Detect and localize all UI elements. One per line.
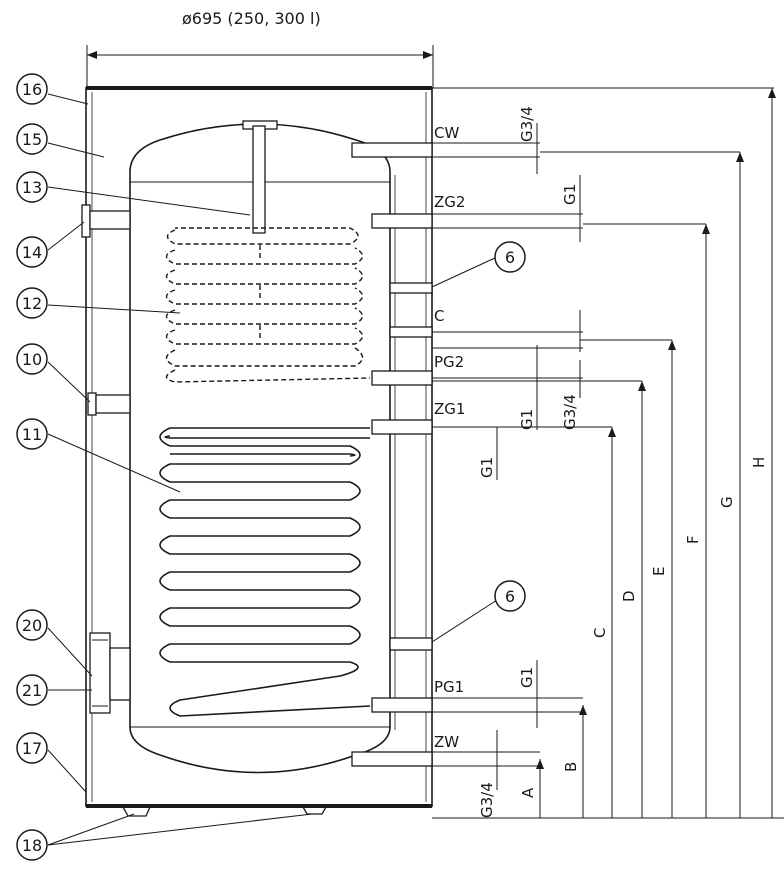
svg-text:6: 6 <box>505 248 515 267</box>
height-label-b: B <box>562 762 580 772</box>
connection-label-zw: ZW <box>434 733 459 751</box>
callout-17: 17 <box>16 732 48 764</box>
connection-label-zg1: ZG1 <box>434 400 465 418</box>
svg-text:17: 17 <box>22 739 42 758</box>
svg-text:14: 14 <box>22 243 42 262</box>
svg-text:11: 11 <box>22 425 42 444</box>
height-label-d: D <box>620 590 638 602</box>
callout-leaders <box>47 93 498 846</box>
connection-label-pg2: PG2 <box>434 353 464 371</box>
height-label-g: G <box>718 496 736 508</box>
callout-18: 18 <box>16 829 48 861</box>
callout-15: 15 <box>16 123 48 155</box>
thread-label-zg1: G1 <box>478 457 496 478</box>
svg-text:6: 6 <box>505 587 515 606</box>
thread-marks: G3/4 G1 G1 G3/4 G1 G1 G3/4 <box>432 106 612 818</box>
width-dimension: ø695 (250, 300 l) <box>86 9 434 88</box>
thread-label-zw: G3/4 <box>478 782 496 818</box>
pipe-connections <box>351 142 433 767</box>
thread-label-e: G3/4 <box>561 394 579 430</box>
svg-text:20: 20 <box>22 616 42 635</box>
connection-label-pg1: PG1 <box>434 678 464 696</box>
left-fittings <box>81 204 131 714</box>
height-label-a: A <box>519 787 537 798</box>
svg-text:15: 15 <box>22 130 42 149</box>
magnesium-anode <box>242 120 278 234</box>
connection-label-zg2: ZG2 <box>434 193 465 211</box>
outer-casing <box>85 86 433 808</box>
width-dimension-label: ø695 (250, 300 l) <box>182 9 321 28</box>
height-label-h: H <box>750 457 768 468</box>
svg-text:21: 21 <box>22 681 42 700</box>
connection-label-cw: CW <box>434 124 459 142</box>
callout-6-lower: 6 <box>494 580 526 612</box>
connection-labels: CW ZG2 C PG2 ZG1 PG1 ZW <box>434 124 465 751</box>
feet <box>122 806 784 819</box>
callout-6-upper: 6 <box>494 241 526 273</box>
height-dimensions: A B C D E F G H <box>432 87 776 818</box>
lower-coil <box>159 427 371 717</box>
callout-13: 13 <box>16 171 48 203</box>
thread-label-cw: G3/4 <box>518 106 536 142</box>
svg-text:18: 18 <box>22 836 42 855</box>
svg-text:13: 13 <box>22 178 42 197</box>
callout-20: 20 <box>16 609 48 641</box>
svg-text:12: 12 <box>22 294 42 313</box>
thread-label-pg2: G1 <box>518 409 536 430</box>
svg-text:10: 10 <box>22 350 42 369</box>
callout-16: 16 <box>16 73 48 105</box>
callout-11: 11 <box>16 418 48 450</box>
callout-10: 10 <box>16 343 48 375</box>
callout-12: 12 <box>16 287 48 319</box>
svg-text:16: 16 <box>22 80 42 99</box>
thread-label-zg2: G1 <box>561 184 579 205</box>
height-label-f: F <box>684 535 702 544</box>
callout-14: 14 <box>16 236 48 268</box>
thread-label-pg1: G1 <box>518 667 536 688</box>
height-label-e: E <box>650 567 668 576</box>
connection-label-c: C <box>434 307 444 325</box>
upper-coil-dashed <box>165 227 371 383</box>
height-label-c: C <box>591 628 609 638</box>
callouts: 16 15 13 14 12 10 11 20 <box>16 73 526 861</box>
callout-21: 21 <box>16 674 48 706</box>
